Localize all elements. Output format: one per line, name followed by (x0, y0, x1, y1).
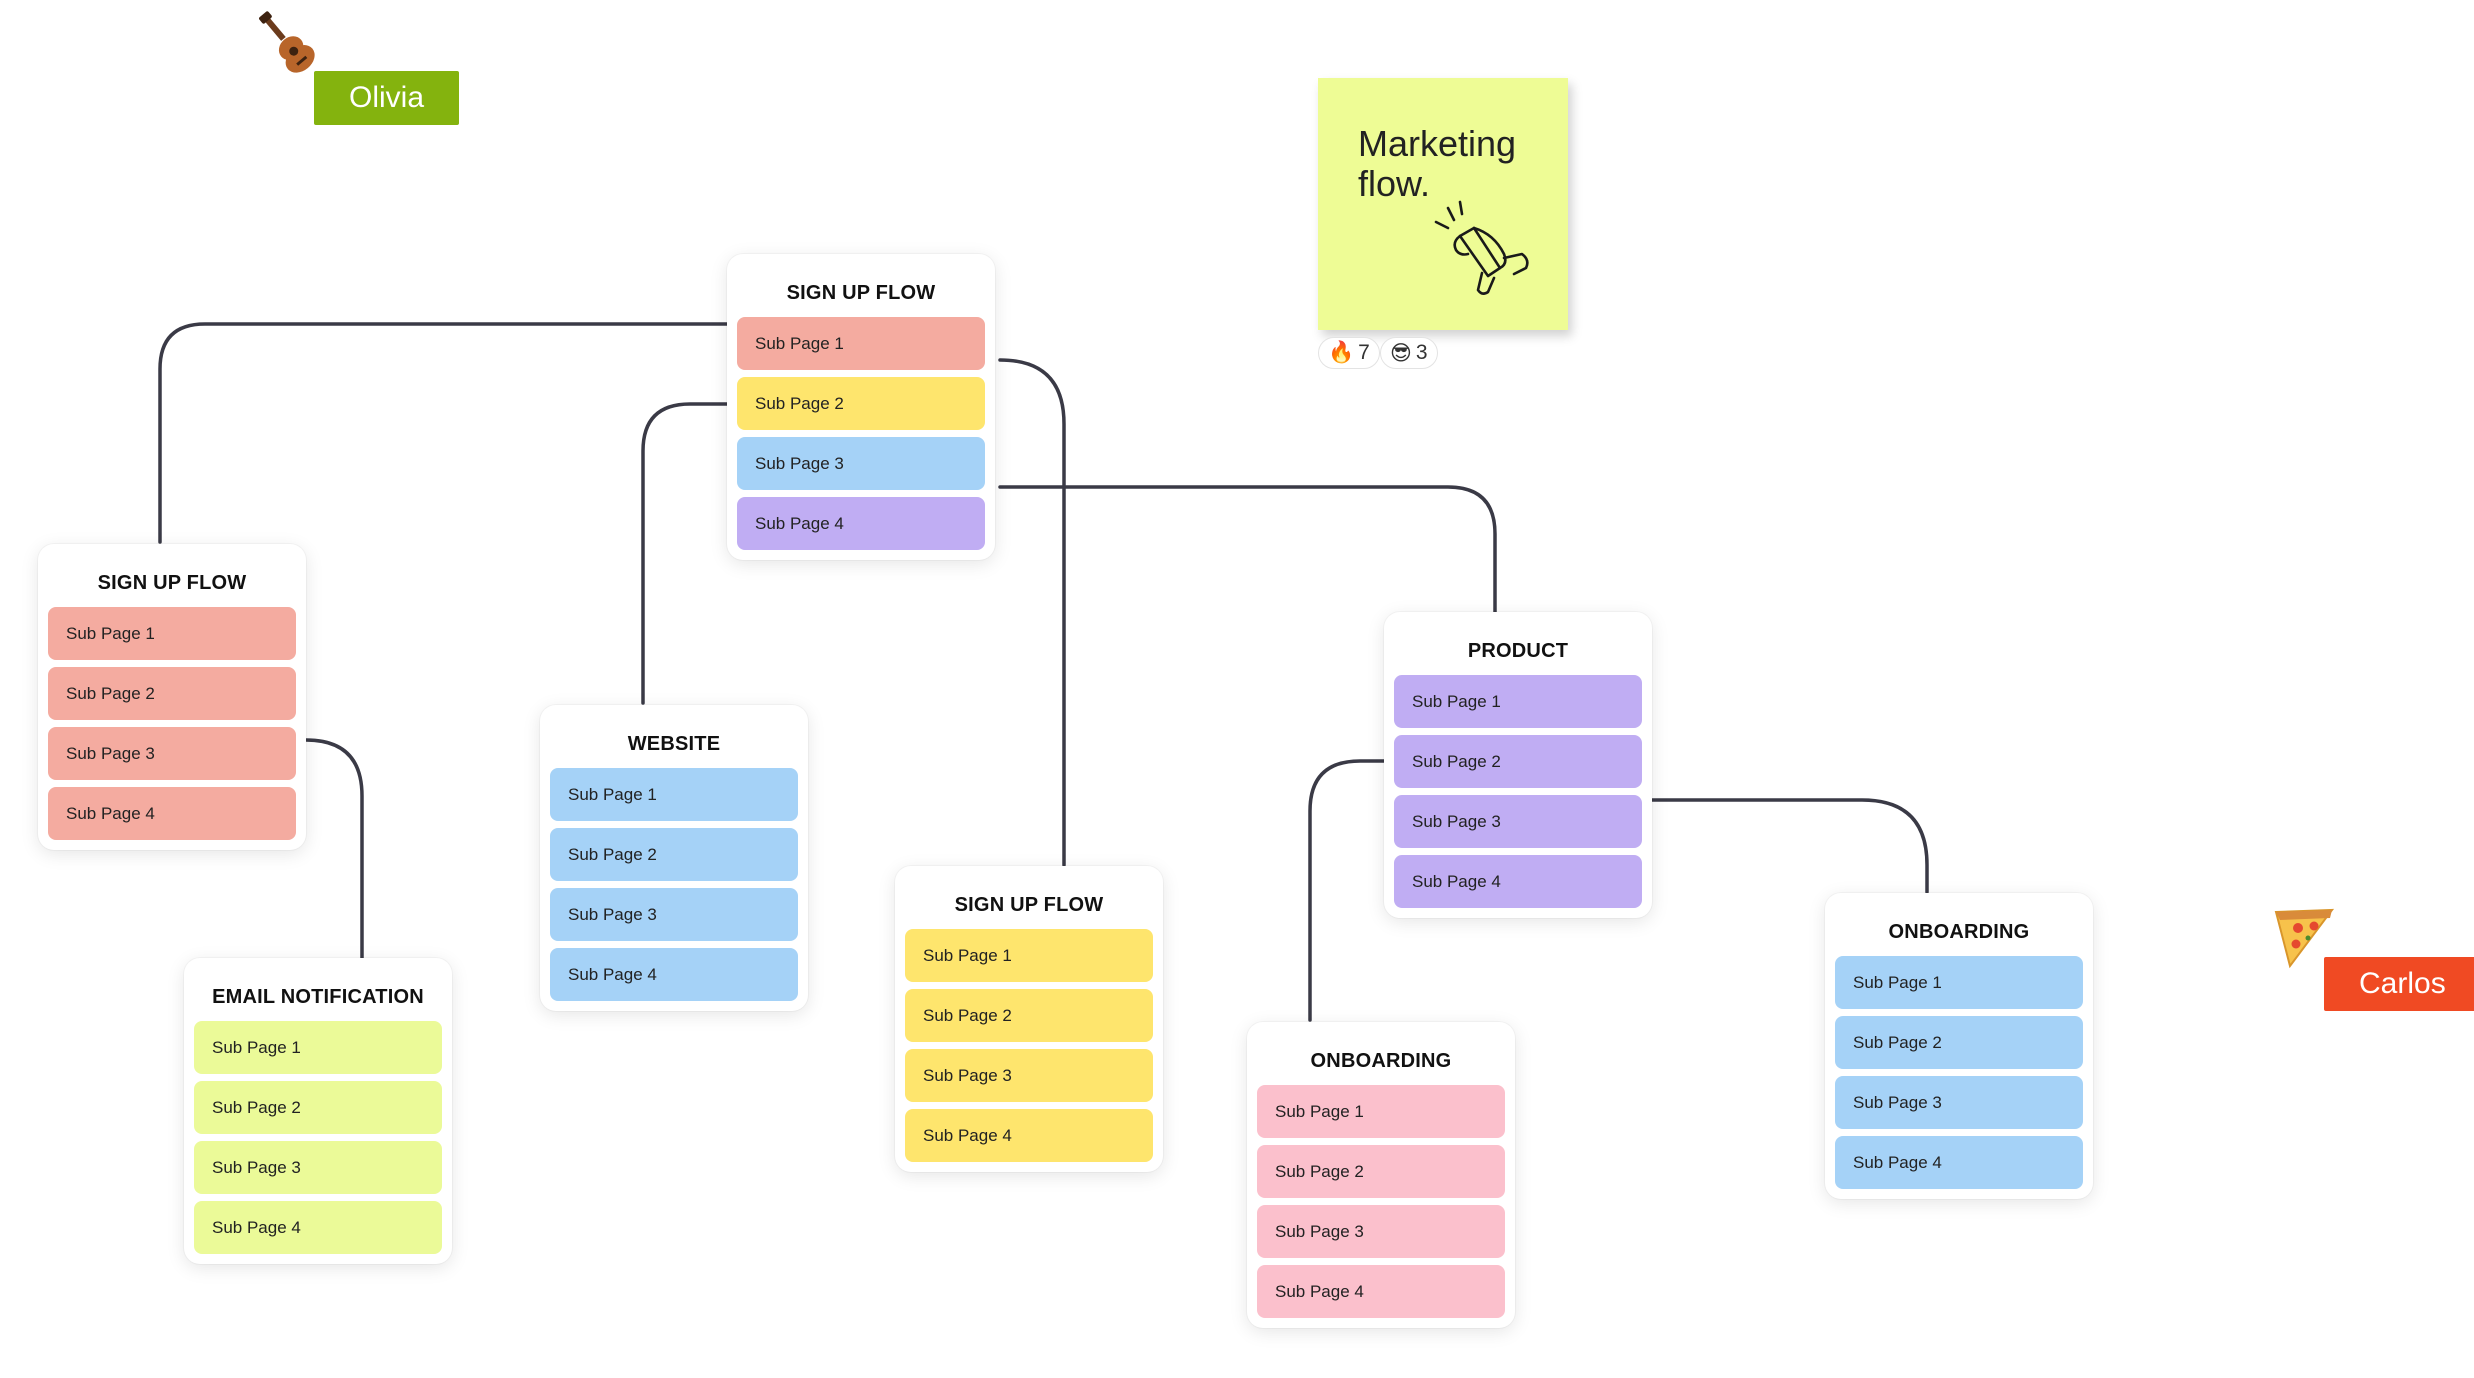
sub-page-item[interactable]: Sub Page 1 (1835, 956, 2083, 1009)
sub-page-item[interactable]: Sub Page 2 (194, 1081, 442, 1134)
reaction-count: 3 (1415, 341, 1428, 364)
sub-page-item[interactable]: Sub Page 4 (48, 787, 296, 840)
sub-page-item[interactable]: Sub Page 2 (48, 667, 296, 720)
card-onboarding-right[interactable]: ONBOARDING Sub Page 1 Sub Page 2 Sub Pag… (1825, 893, 2093, 1199)
sub-page-item[interactable]: Sub Page 4 (1835, 1136, 2083, 1189)
sub-page-item[interactable]: Sub Page 1 (1257, 1085, 1505, 1138)
sub-page-item[interactable]: Sub Page 3 (1257, 1205, 1505, 1258)
card-email-notification[interactable]: EMAIL NOTIFICATION Sub Page 1 Sub Page 2… (184, 958, 452, 1264)
sub-page-item[interactable]: Sub Page 3 (194, 1141, 442, 1194)
sub-page-item[interactable]: Sub Page 2 (550, 828, 798, 881)
card-title: PRODUCT (1467, 640, 1569, 662)
connector-signup-left-to-email (304, 738, 364, 960)
sub-page-item[interactable]: Sub Page 4 (1257, 1265, 1505, 1318)
reaction-cool[interactable]: 😎 3 (1380, 337, 1438, 369)
pizza-icon (2274, 908, 2335, 969)
card-title: SIGN UP FLOW (954, 894, 1104, 916)
card-title: SIGN UP FLOW (786, 282, 936, 304)
reaction-fire[interactable]: 🔥 7 (1318, 337, 1380, 369)
sub-page-item[interactable]: Sub Page 3 (48, 727, 296, 780)
connector-top-to-signup-left (158, 322, 729, 544)
guitar-icon (259, 11, 315, 73)
sub-page-item[interactable]: Sub Page 1 (194, 1021, 442, 1074)
sub-page-item[interactable]: Sub Page 3 (905, 1049, 1153, 1102)
sub-page-item[interactable]: Sub Page 4 (905, 1109, 1153, 1162)
connector-product-to-onboarding-right (1650, 798, 1929, 894)
card-signup-flow-mid[interactable]: SIGN UP FLOW Sub Page 1 Sub Page 2 Sub P… (895, 866, 1163, 1172)
reaction-count: 7 (1358, 341, 1370, 364)
sub-page-item[interactable]: Sub Page 3 (1835, 1076, 2083, 1129)
card-title: WEBSITE (627, 733, 721, 755)
sub-page-item[interactable]: Sub Page 2 (1394, 735, 1642, 788)
sub-page-item[interactable]: Sub Page 1 (48, 607, 296, 660)
card-title: ONBOARDING (1888, 921, 2030, 943)
card-title: ONBOARDING (1310, 1050, 1452, 1072)
card-signup-flow-top[interactable]: SIGN UP FLOW Sub Page 1 Sub Page 2 Sub P… (727, 254, 995, 560)
sub-page-item[interactable]: Sub Page 4 (737, 497, 985, 550)
sticky-note-text: Marketing flow. (1358, 123, 1517, 204)
sub-page-item[interactable]: Sub Page 1 (1394, 675, 1642, 728)
sub-page-item[interactable]: Sub Page 3 (737, 437, 985, 490)
sub-page-item[interactable]: Sub Page 3 (550, 888, 798, 941)
connector-product-to-onboarding-mid (1308, 759, 1388, 1022)
sub-page-item[interactable]: Sub Page 4 (1394, 855, 1642, 908)
sub-page-item[interactable]: Sub Page 2 (1835, 1016, 2083, 1069)
sub-page-item[interactable]: Sub Page 1 (550, 768, 798, 821)
card-signup-flow-left[interactable]: SIGN UP FLOW Sub Page 1 Sub Page 2 Sub P… (38, 544, 306, 850)
sub-page-item[interactable]: Sub Page 2 (737, 377, 985, 430)
sub-page-item[interactable]: Sub Page 1 (737, 317, 985, 370)
connector-top-to-website (641, 402, 729, 705)
fire-emoji-icon: 🔥 (1328, 341, 1355, 364)
collaborator-label-carlos: Carlos (2324, 957, 2474, 1011)
card-title: EMAIL NOTIFICATION (212, 986, 424, 1008)
card-product[interactable]: PRODUCT Sub Page 1 Sub Page 2 Sub Page 3… (1384, 612, 1652, 918)
sub-page-item[interactable]: Sub Page 2 (905, 989, 1153, 1042)
sunglasses-emoji-icon: 😎 (1390, 341, 1412, 365)
card-website[interactable]: WEBSITE Sub Page 1 Sub Page 2 Sub Page 3… (540, 705, 808, 1011)
sticky-note[interactable]: Marketing flow. (1318, 78, 1568, 330)
sub-page-item[interactable]: Sub Page 4 (194, 1201, 442, 1254)
megaphone-icon (1434, 200, 1529, 295)
collaborator-label-olivia: Olivia (314, 71, 460, 125)
card-onboarding-mid[interactable]: ONBOARDING Sub Page 1 Sub Page 2 Sub Pag… (1247, 1022, 1515, 1328)
sub-page-item[interactable]: Sub Page 1 (905, 929, 1153, 982)
sub-page-item[interactable]: Sub Page 3 (1394, 795, 1642, 848)
sub-page-item[interactable]: Sub Page 4 (550, 948, 798, 1001)
connector-top-to-product (998, 485, 1497, 614)
sub-page-item[interactable]: Sub Page 2 (1257, 1145, 1505, 1198)
connector-top-to-signup-mid (998, 358, 1066, 867)
card-title: SIGN UP FLOW (97, 572, 247, 594)
